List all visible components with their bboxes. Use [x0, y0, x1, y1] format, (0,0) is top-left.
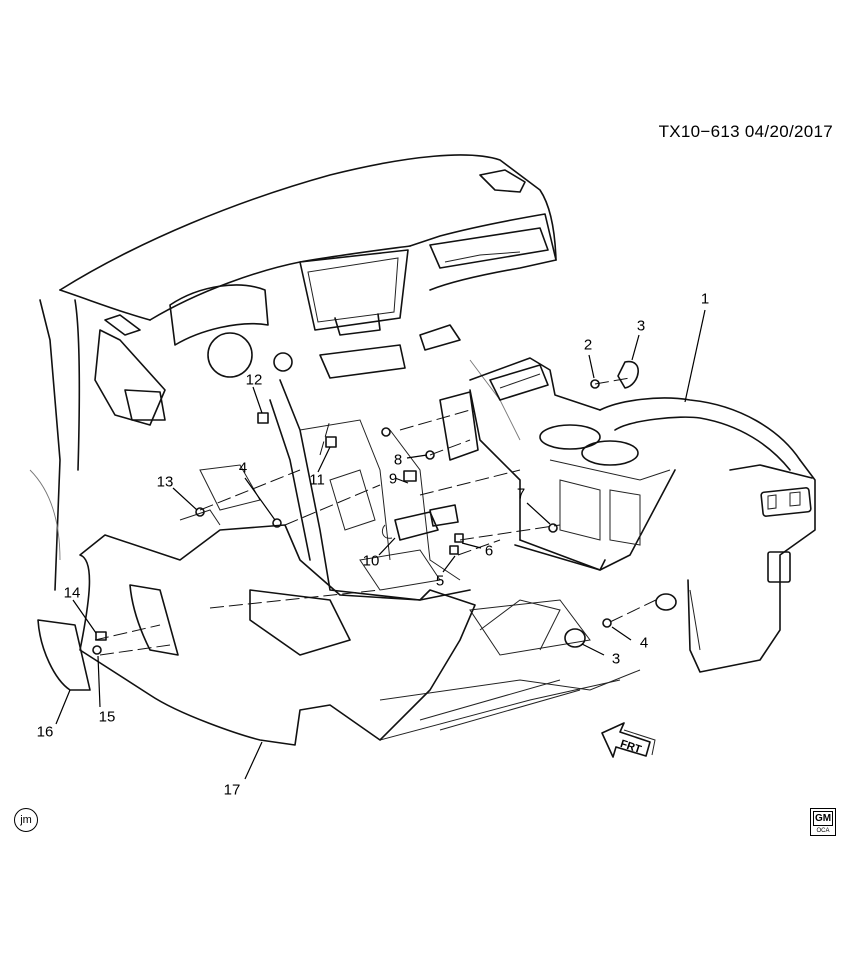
callout-14: 14	[63, 584, 81, 602]
callout-11: 11	[309, 471, 325, 489]
callout-6: 6	[484, 542, 494, 560]
callout-5: 5	[435, 572, 445, 590]
callout-17: 17	[223, 781, 241, 799]
front-direction-arrow	[601, 722, 656, 758]
callout-10: 10	[362, 552, 380, 570]
gm-logo: GM OCA	[810, 808, 836, 836]
installation-lines	[94, 377, 661, 656]
floor-console	[439, 357, 816, 673]
callout-2: 2	[583, 336, 593, 354]
callout-3: 3	[611, 650, 621, 668]
callout-4: 4	[238, 459, 248, 477]
callout-8: 8	[393, 451, 403, 469]
illustration-code: TX10−613 04/20/2017	[658, 122, 833, 141]
callout-7: 7	[516, 485, 526, 503]
floor-carpet	[79, 524, 476, 746]
callout-13: 13	[156, 473, 174, 491]
gm-logo-subtext: OCA	[816, 828, 830, 834]
jm-badge: jm	[14, 808, 38, 832]
instrument-panel	[29, 154, 557, 591]
callout-12: 12	[245, 371, 263, 389]
callout-16: 16	[36, 723, 54, 741]
fasteners	[92, 361, 677, 655]
callout-1: 1	[700, 290, 710, 308]
leader-lines	[55, 309, 706, 780]
floor-structure	[179, 359, 641, 741]
callout-4: 4	[639, 634, 649, 652]
callout-9: 9	[388, 470, 398, 488]
gm-logo-text: GM	[813, 811, 833, 826]
callout-15: 15	[98, 708, 116, 726]
callout-3: 3	[636, 317, 646, 335]
